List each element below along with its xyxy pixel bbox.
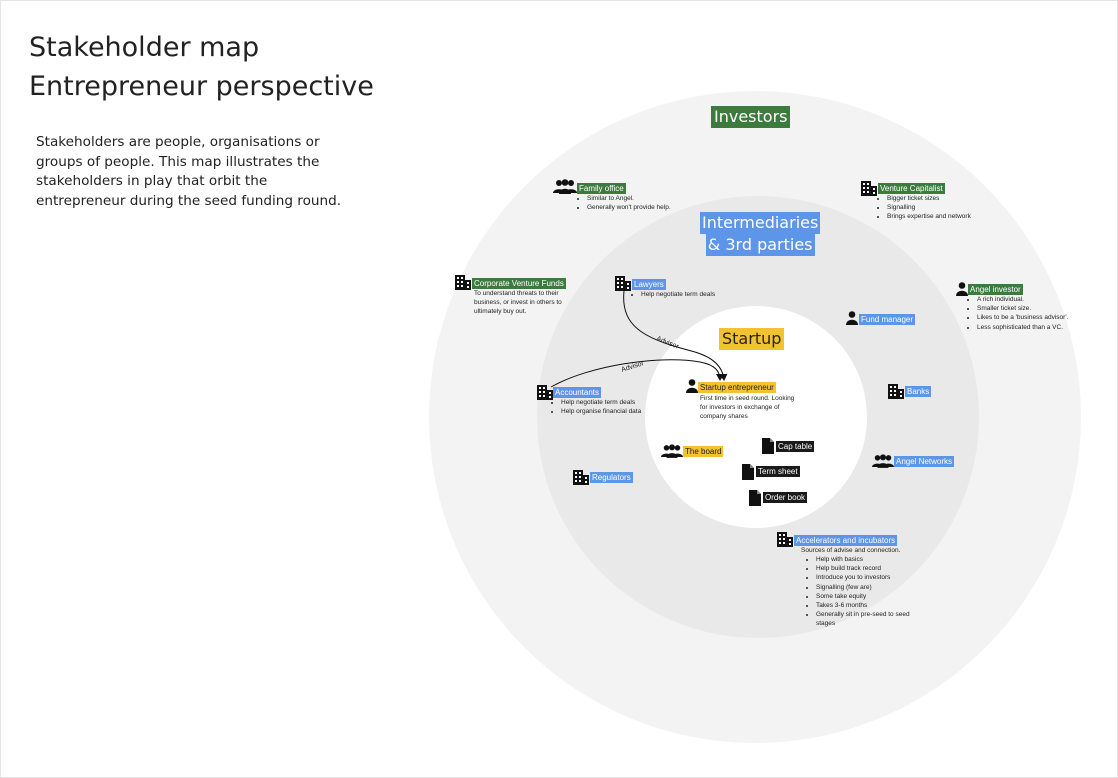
accelerators-note: Help build track record — [816, 564, 924, 573]
startup-entrepreneur-label: Startup entrepreneur — [698, 382, 776, 393]
startup-entrepreneur-description: First time in seed round. Looking for in… — [700, 395, 795, 421]
angel-investor-label: Angel investor — [968, 284, 1023, 295]
people-group-icon — [553, 179, 577, 194]
intro-text: Stakeholders are people, organisations o… — [36, 134, 342, 209]
venture-capitalist-note: Signalling — [887, 203, 1015, 212]
regulators-label: Regulators — [590, 472, 633, 483]
building-icon — [455, 275, 471, 290]
intermediaries-label-line-2: & 3rd parties — [705, 234, 815, 256]
angel-investor-note: Smaller ticket size. — [977, 304, 1105, 313]
lawyers-to-entrepreneur-connector — [623, 290, 728, 381]
lawyers-label: Lawyers — [632, 279, 666, 290]
the-board-label: The board — [683, 446, 724, 457]
term-sheet-label: Term sheet — [756, 466, 800, 477]
cap-table-label: Cap table — [776, 441, 815, 452]
title-line-2: Entrepreneur perspective — [29, 71, 374, 102]
banks-label: Banks — [905, 386, 932, 397]
investors-ring-label: Investors — [711, 106, 791, 128]
intermediaries-ring-label: Intermediaries & 3rd parties — [697, 212, 823, 256]
lawyers-notes: Help negotiate term deals — [629, 290, 749, 299]
document-icon — [762, 438, 774, 454]
venture-capitalist-label: Venture Capitalist — [878, 183, 945, 194]
angel-investor-note: Likes to be a 'business advisor'. — [977, 313, 1105, 322]
accountants-note: Help organise financial data — [561, 407, 669, 416]
accelerators-label: Accelerators and incubators — [794, 535, 898, 546]
angel-investor-note: Less sophisticated than a VC. — [977, 323, 1105, 332]
intermediaries-label-line-1: Intermediaries — [700, 212, 821, 234]
accelerators-notes: Help with basics Help build track record… — [804, 555, 924, 629]
building-icon — [615, 276, 631, 291]
angel-investor-notes: A rich individual. Smaller ticket size. … — [965, 295, 1105, 332]
corporate-venture-funds-label: Corporate Venture Funds — [472, 278, 566, 289]
angel-investor-note: A rich individual. — [977, 295, 1105, 304]
person-icon — [956, 282, 968, 296]
accountants-connector-label: Advisor — [620, 360, 645, 374]
building-icon — [777, 532, 793, 547]
page-title: Stakeholder map Entrepreneur perspective — [29, 28, 374, 106]
fund-manager-label: Fund manager — [859, 314, 916, 325]
family-office-notes: Similar to Angel. Generally won't provid… — [575, 194, 715, 212]
family-office-label: Family office — [577, 183, 626, 194]
people-group-icon — [661, 444, 683, 458]
accelerators-note: Signalling (few are) — [816, 583, 924, 592]
startup-ring-label: Startup — [719, 328, 785, 350]
accountants-label: Accountants — [553, 387, 602, 398]
building-icon — [573, 470, 589, 485]
document-icon — [742, 464, 754, 480]
venture-capitalist-note: Bigger ticket sizes — [887, 194, 1015, 203]
lawyers-note: Help negotiate term deals — [641, 290, 749, 299]
accelerators-note: Takes 3-6 months — [816, 601, 924, 610]
family-office-note: Generally won't provide help. — [587, 203, 715, 212]
accelerators-note: Help with basics — [816, 555, 924, 564]
title-line-1: Stakeholder map — [29, 32, 260, 63]
venture-capitalist-notes: Bigger ticket sizes Signalling Brings ex… — [875, 194, 1015, 222]
accountants-note: Help negotiate term deals — [561, 398, 669, 407]
accelerators-note: Some take equity — [816, 592, 924, 601]
people-group-icon — [872, 454, 894, 468]
venture-capitalist-note: Brings expertise and network — [887, 212, 1015, 221]
accelerators-note: Introduce you to investors — [816, 573, 924, 582]
building-icon — [537, 385, 553, 400]
order-book-label: Order book — [763, 492, 808, 503]
angel-networks-label: Angel Networks — [894, 456, 955, 467]
family-office-note: Similar to Angel. — [587, 194, 715, 203]
building-icon — [888, 384, 904, 399]
lawyers-connector-label: Advisor — [655, 335, 680, 350]
accountants-notes: Help negotiate term deals Help organise … — [549, 398, 669, 416]
corporate-venture-funds-description: To understand threats to their business,… — [474, 290, 562, 316]
person-icon — [846, 311, 858, 325]
accelerators-note: Generally sit in pre-seed to seed stages — [816, 610, 924, 628]
building-icon — [861, 181, 877, 196]
accelerators-description: Sources of advise and connection. — [801, 547, 901, 554]
accountants-to-entrepreneur-connector — [550, 359, 724, 388]
person-icon — [686, 379, 698, 393]
document-icon — [749, 490, 761, 506]
